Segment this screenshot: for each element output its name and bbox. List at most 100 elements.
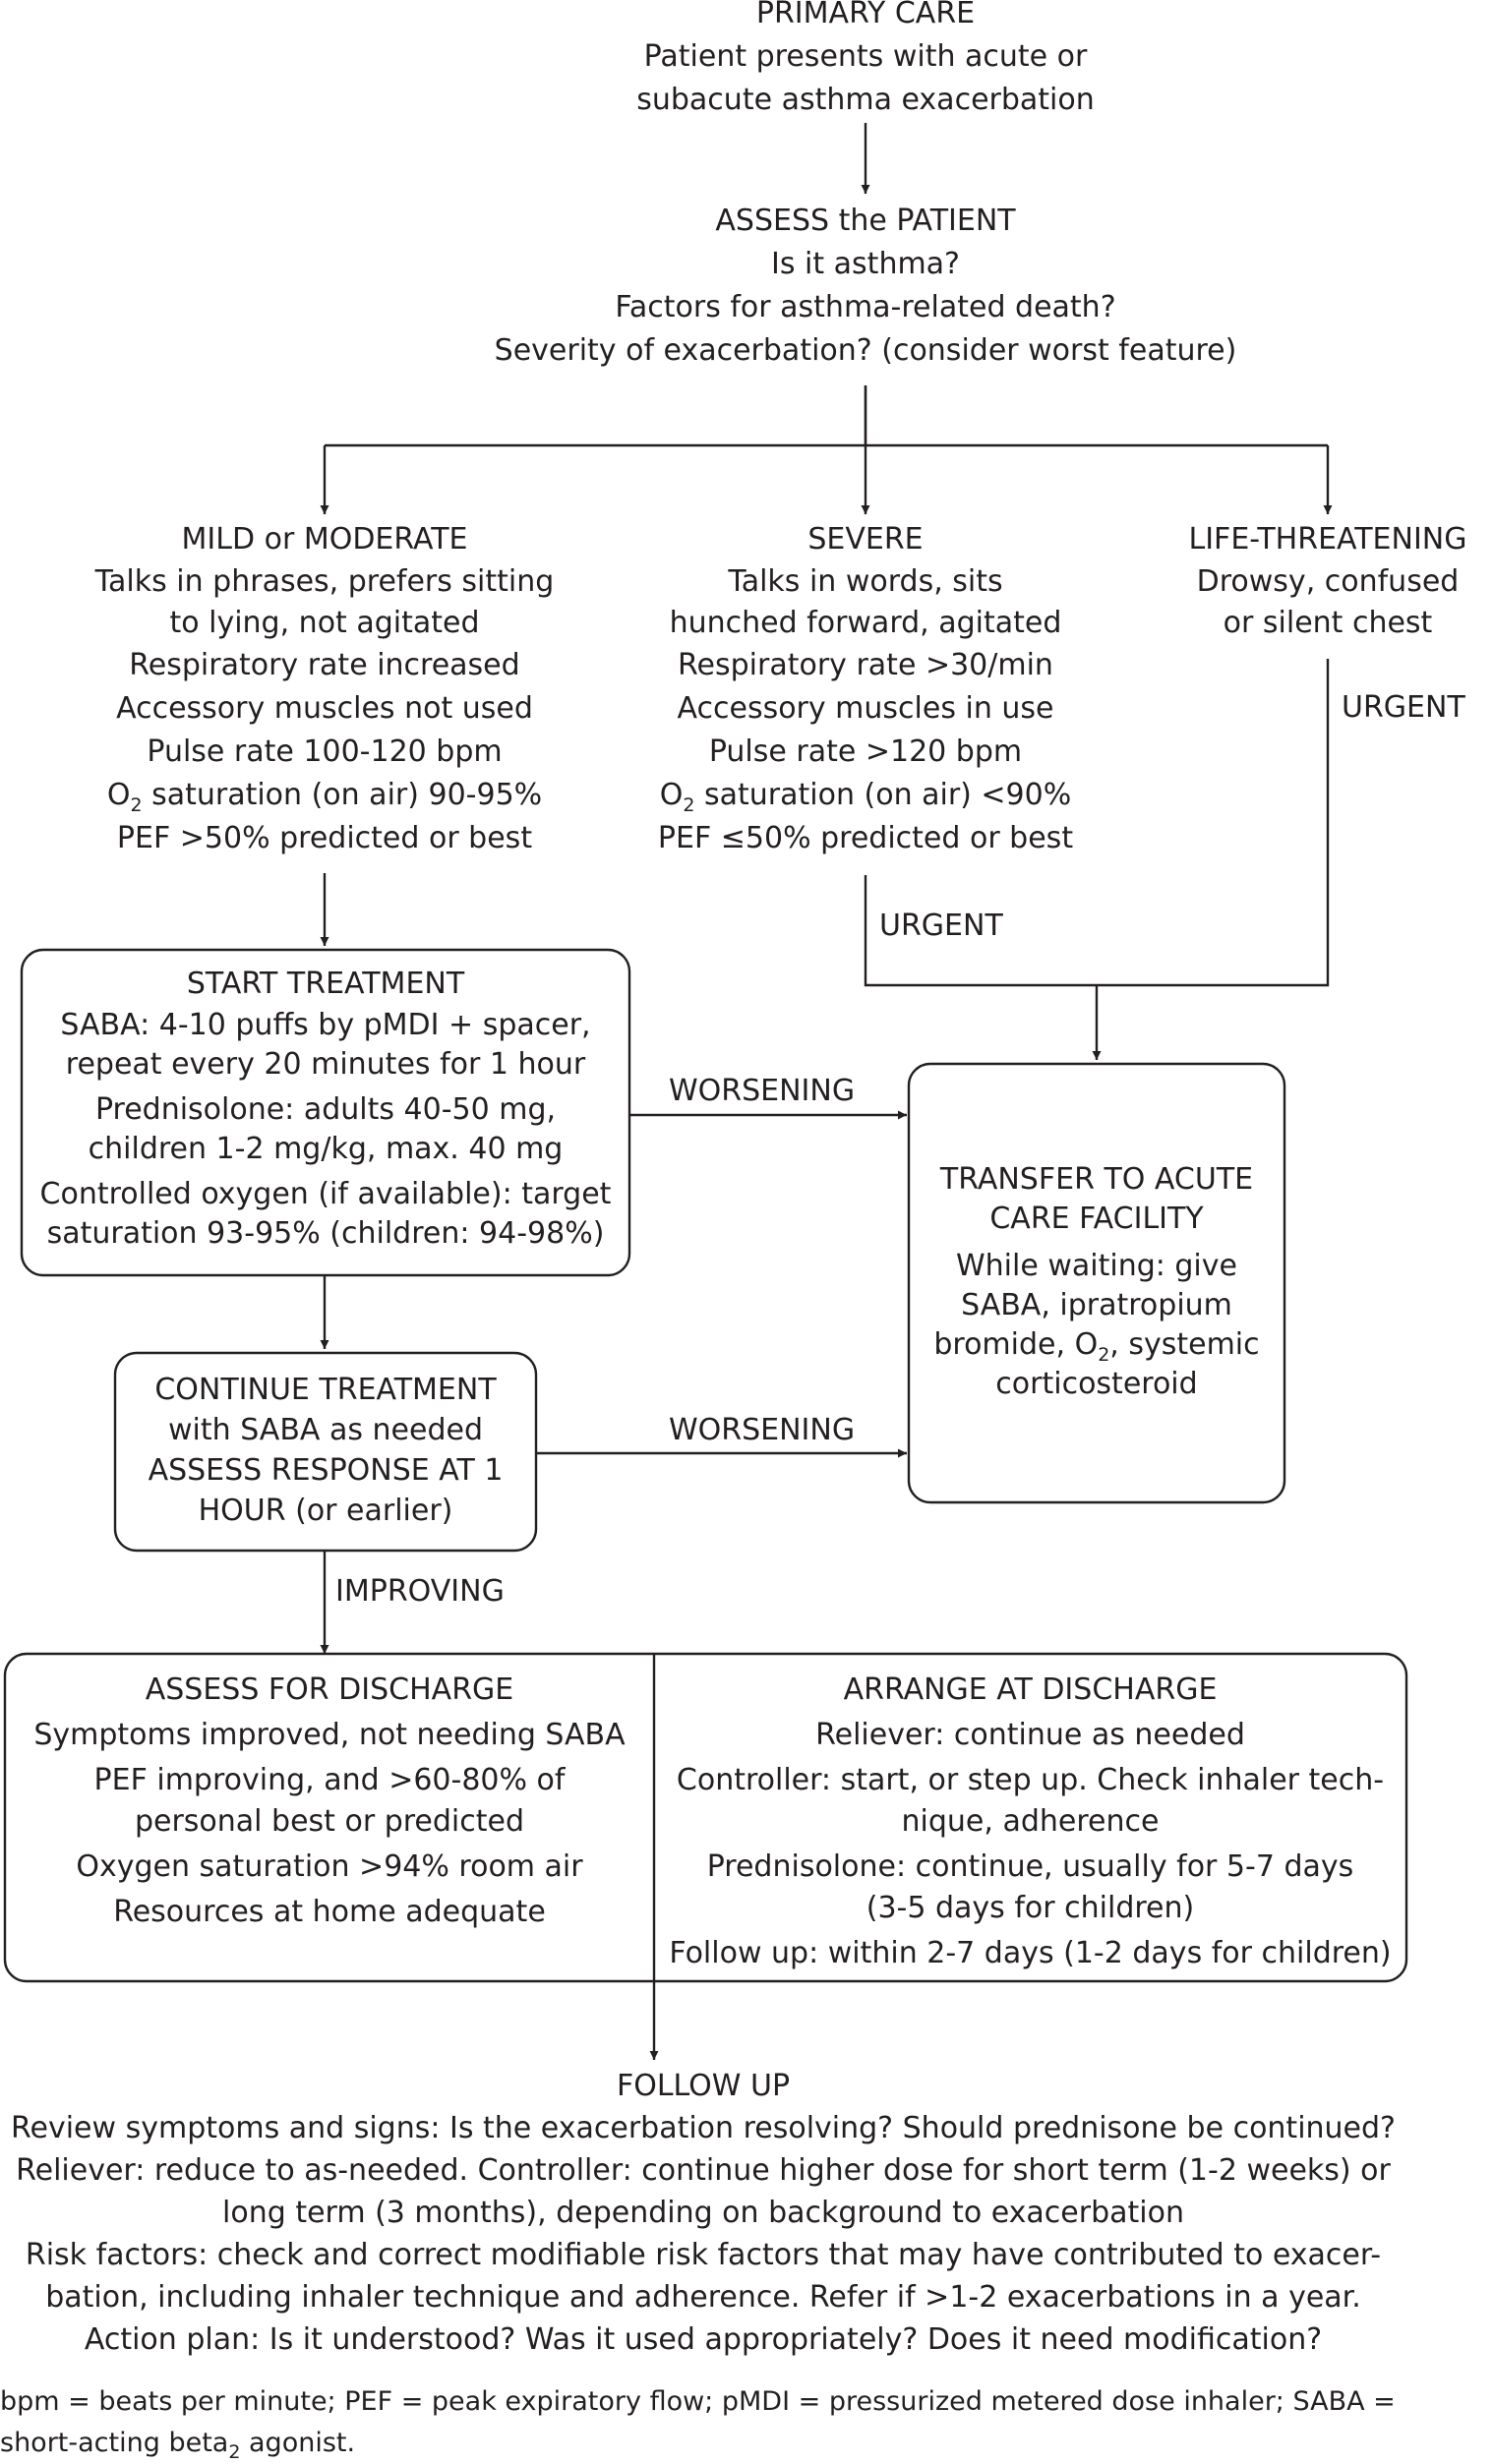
transfer-heading: TRANSFER TO ACUTE — [939, 1162, 1254, 1197]
transfer-line: corticosteroid — [995, 1367, 1198, 1401]
transfer-line: While waiting: give — [956, 1249, 1237, 1283]
continue-treatment-line: with SABA as needed — [168, 1413, 483, 1447]
footnote-line: short-acting beta2 agonist. — [0, 2423, 1493, 2464]
continue-treatment-line: HOUR (or earlier) — [198, 1494, 453, 1528]
worsening-label: WORSENING — [669, 1413, 856, 1447]
transfer-box — [907, 1062, 1286, 1504]
life-threatening-line: or silent chest — [1223, 606, 1433, 640]
assess-patient-line: Is it asthma? — [771, 247, 960, 281]
start-treatment-line: repeat every 20 minutes for 1 hour — [65, 1047, 586, 1082]
transfer-line3-rest: , systemic — [1109, 1327, 1260, 1362]
follow-up-line: Risk factors: check and correct modifiab… — [25, 2238, 1382, 2272]
o2-prefix: O — [106, 778, 131, 812]
footnote: bpm = beats per minute; PEF = peak expir… — [0, 2381, 1493, 2464]
mild-moderate-line: Pulse rate 100-120 bpm — [147, 734, 503, 769]
arrange-discharge-text: ARRANGE AT DISCHARGE Reliever: continue … — [654, 1670, 1406, 1974]
mild-moderate-heading: MILD or MODERATE — [181, 522, 468, 557]
continue-treatment-line: ASSESS RESPONSE AT 1 — [148, 1453, 504, 1488]
mild-moderate-line: Accessory muscles not used — [116, 691, 533, 726]
assess-patient-heading: ASSESS the PATIENT — [715, 204, 1016, 238]
line-life-urgent — [1097, 659, 1330, 987]
start-treatment-text: START TREATMENT SABA: 4-10 puffs by pMDI… — [22, 965, 629, 1254]
severe-line: Pulse rate >120 bpm — [708, 734, 1023, 769]
start-treatment-line: Prednisolone: adults 40-50 mg, — [94, 1092, 557, 1127]
life-threatening-block: LIFE-THREATENING Drowsy, confused or sil… — [1161, 518, 1493, 644]
life-threatening-line: Drowsy, confused — [1196, 564, 1460, 599]
mild-moderate-block: MILD or MODERATE Talks in phrases, prefe… — [79, 518, 570, 860]
arrange-discharge-line: (3-5 days for children) — [866, 1891, 1195, 1925]
discharge-box — [3, 1652, 1408, 1983]
transfer-line: SABA, ipratropium — [961, 1288, 1232, 1322]
o2-subscript: 2 — [1098, 1344, 1110, 1366]
start-treatment-box — [20, 948, 631, 1277]
transfer-text: TRANSFER TO ACUTE CARE FACILITY While wa… — [909, 1160, 1284, 1404]
arrange-discharge-line: Follow up: within 2-7 days (1-2 days for… — [669, 1936, 1392, 1970]
mild-moderate-pef: PEF >50% predicted or best — [116, 821, 533, 855]
o2-prefix: O — [659, 778, 684, 812]
follow-up-line: Review symptoms and signs: Is the exacer… — [11, 2111, 1396, 2145]
assess-discharge-text: ASSESS FOR DISCHARGE Symptoms improved, … — [5, 1670, 654, 1933]
severe-pef: PEF ≤50% predicted or best — [657, 821, 1074, 855]
start-treatment-line: children 1-2 mg/kg, max. 40 mg — [88, 1132, 564, 1166]
line-severe-urgent — [864, 875, 1097, 987]
primary-care-line: Patient presents with acute or — [643, 39, 1088, 74]
assess-discharge-line: Symptoms improved, not needing SABA — [33, 1718, 626, 1752]
mild-moderate-line: to lying, not agitated — [169, 606, 480, 640]
continue-treatment-line: CONTINUE TREATMENT — [154, 1373, 497, 1407]
start-treatment-line: Controlled oxygen (if available): target — [39, 1177, 612, 1211]
footnote-line2-rest: agonist. — [240, 2428, 356, 2458]
follow-up-line: bation, including inhaler technique and … — [45, 2280, 1361, 2315]
start-treatment-line: saturation 93-95% (children: 94-98%) — [46, 1216, 605, 1251]
primary-care-block: PRIMARY CARE Patient presents with acute… — [570, 0, 1161, 122]
mild-moderate-o2-line: O2 saturation (on air) 90-95% — [79, 774, 570, 817]
life-threatening-heading: LIFE-THREATENING — [1188, 522, 1467, 557]
assess-discharge-line: Oxygen saturation >94% room air — [76, 1849, 583, 1884]
o2-rest: saturation (on air) 90-95% — [142, 778, 543, 812]
assess-patient-block: ASSESS the PATIENT Is it asthma? Factors… — [472, 200, 1259, 373]
severe-o2-line: O2 saturation (on air) <90% — [620, 774, 1111, 817]
primary-care-heading: PRIMARY CARE — [755, 0, 976, 30]
arrange-discharge-line: Reliever: continue as needed — [815, 1718, 1245, 1752]
footnote-line2-prefix: short-acting beta — [0, 2428, 229, 2458]
assess-discharge-line: Resources at home adequate — [113, 1895, 546, 1929]
transfer-o2-line: bromide, O2, systemic — [909, 1325, 1284, 1365]
start-treatment-line: SABA: 4-10 puffs by pMDI + spacer, — [60, 1008, 591, 1042]
transfer-heading: CARE FACILITY — [989, 1202, 1204, 1236]
severe-line: Talks in words, sits — [728, 564, 1003, 599]
arrange-discharge-heading: ARRANGE AT DISCHARGE — [843, 1672, 1218, 1707]
follow-up-heading: FOLLOW UP — [616, 2069, 791, 2103]
mild-moderate-line: Talks in phrases, prefers sitting — [94, 564, 555, 599]
severe-line: Accessory muscles in use — [677, 691, 1054, 726]
follow-up-block: FOLLOW UP Review symptoms and signs: Is … — [0, 2065, 1406, 2361]
assess-patient-line: Factors for asthma-related death? — [615, 290, 1116, 324]
arrange-discharge-line: Prednisolone: continue, usually for 5-7 … — [706, 1849, 1354, 1884]
continue-treatment-box — [113, 1351, 538, 1553]
o2-rest: saturation (on air) <90% — [694, 778, 1072, 812]
arrange-discharge-line: nique, adherence — [901, 1804, 1160, 1839]
worsening-label: WORSENING — [669, 1074, 856, 1108]
mild-moderate-line: Respiratory rate increased — [129, 648, 520, 682]
arrange-discharge-line: Controller: start, or step up. Check inh… — [676, 1763, 1385, 1797]
o2-subscript: 2 — [130, 794, 143, 816]
start-treatment-heading: START TREATMENT — [186, 967, 465, 1001]
assess-discharge-line: personal best or predicted — [134, 1804, 525, 1839]
assess-discharge-line: PEF improving, and >60-80% of — [93, 1763, 566, 1797]
follow-up-line: long term (3 months), depending on backg… — [222, 2196, 1184, 2230]
continue-treatment-text: CONTINUE TREATMENT with SABA as needed A… — [115, 1370, 536, 1531]
primary-care-line: subacute asthma exacerbation — [636, 83, 1095, 117]
o2-subscript: 2 — [683, 794, 695, 816]
urgent-label: URGENT — [879, 909, 1003, 943]
severe-line: Respiratory rate >30/min — [678, 648, 1053, 682]
follow-up-line: Action plan: Is it understood? Was it us… — [84, 2322, 1323, 2357]
severe-line: hunched forward, agitated — [669, 606, 1062, 640]
severe-block: SEVERE Talks in words, sits hunched forw… — [620, 518, 1111, 860]
urgent-label: URGENT — [1342, 690, 1465, 725]
footnote-line: bpm = beats per minute; PEF = peak expir… — [0, 2386, 1396, 2417]
severe-heading: SEVERE — [807, 522, 924, 557]
transfer-line3-prefix: bromide, O — [933, 1327, 1099, 1362]
assess-patient-line: Severity of exacerbation? (consider wors… — [494, 333, 1237, 368]
follow-up-line: Reliever: reduce to as-needed. Controlle… — [16, 2153, 1391, 2188]
assess-discharge-heading: ASSESS FOR DISCHARGE — [145, 1672, 514, 1707]
footnote-subscript: 2 — [228, 2441, 241, 2463]
